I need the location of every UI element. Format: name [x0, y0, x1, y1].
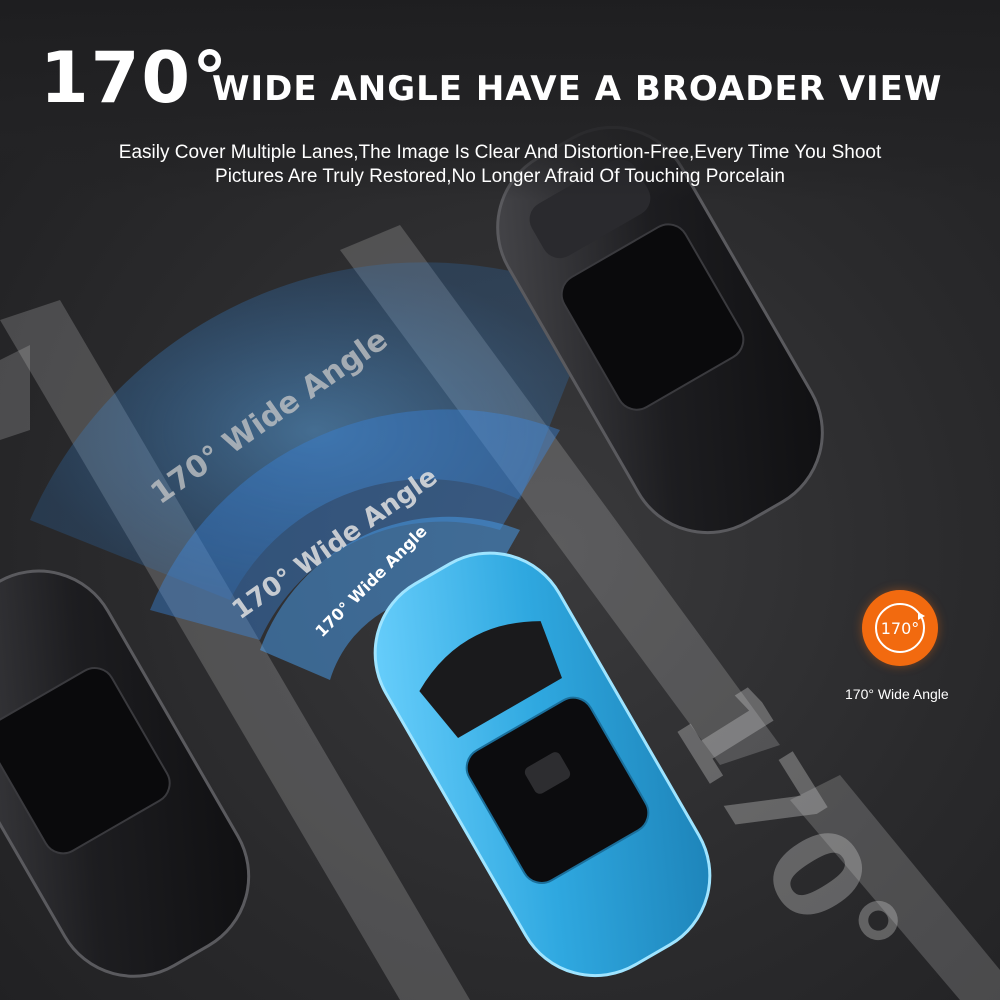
lane-stripe: [0, 345, 30, 440]
wide-angle-badge: 170°: [862, 590, 938, 666]
dark-car-left: [0, 569, 251, 978]
outer-beam: [30, 262, 600, 600]
header: 170° WIDE ANGLE HAVE A BROADER VIEW Easi…: [0, 0, 1000, 200]
cyan-car: [373, 551, 712, 978]
title-row: 170° WIDE ANGLE HAVE A BROADER VIEW: [40, 38, 980, 128]
rotate-arrow-icon: 170°: [875, 603, 925, 653]
wide-angle-beams: [30, 262, 600, 680]
badge-label: 170° Wide Angle: [845, 686, 949, 702]
subtitle-line-1: Easily Cover Multiple Lanes,The Image Is…: [118, 142, 882, 163]
subtitle-line-2: Pictures Are Truly Restored,No Longer Af…: [215, 166, 785, 187]
middle-beam: [150, 409, 560, 640]
lane-stripe: [790, 775, 1000, 1000]
badge-icon-text: 170°: [881, 619, 920, 638]
subtitle: Easily Cover Multiple Lanes,The Image Is…: [0, 141, 1000, 189]
title-headline: WIDE ANGLE HAVE A BROADER VIEW: [212, 69, 943, 109]
inner-beam: [260, 516, 520, 680]
title-degree: 170°: [40, 37, 230, 119]
